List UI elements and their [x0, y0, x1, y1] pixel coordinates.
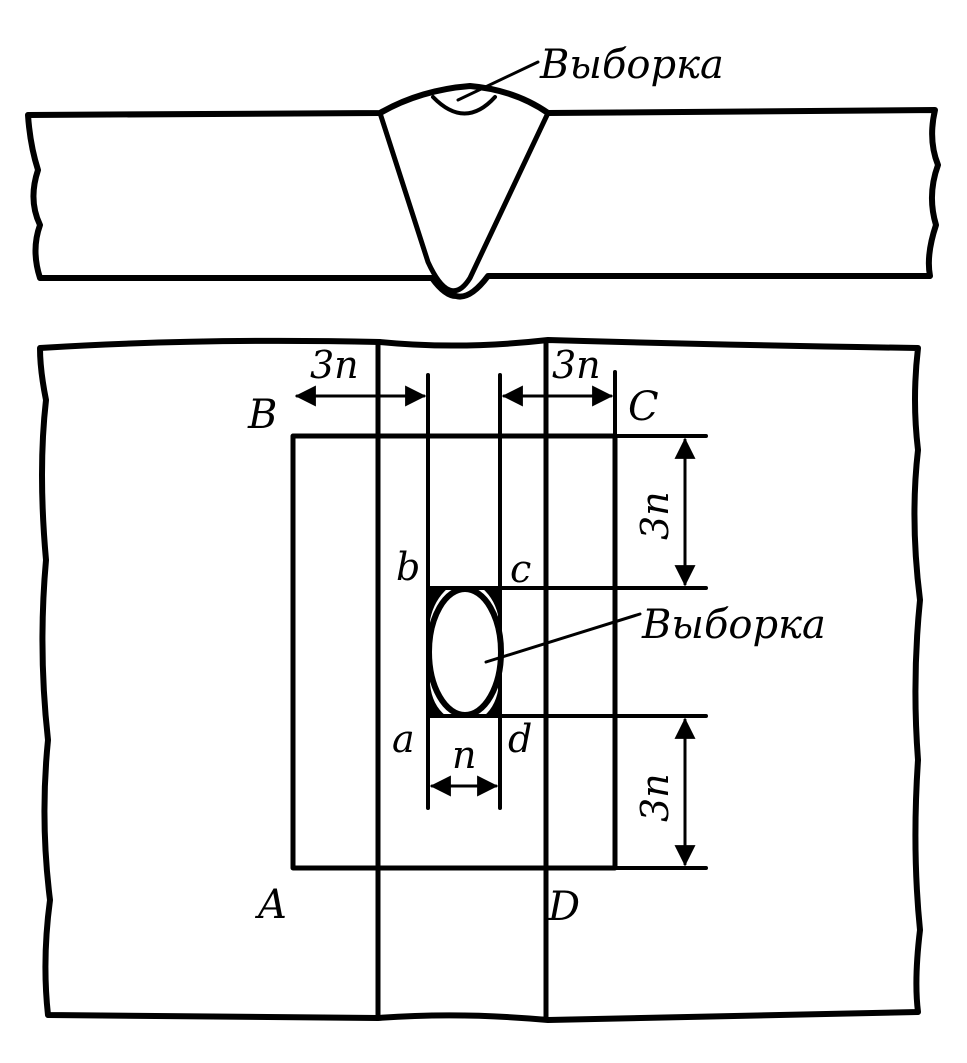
corner-label-a-upper: A [254, 882, 287, 928]
outer-zone-rect [290, 433, 618, 871]
excavation-ellipse [426, 586, 504, 718]
weld-bead-groove [377, 110, 551, 294]
dim-3n-top-label: 3n [633, 491, 677, 540]
inner-label-d: d [508, 717, 532, 761]
inner-label-c: c [510, 547, 531, 591]
inner-label-b: b [396, 545, 420, 589]
excavation-pocket [431, 95, 497, 116]
dim-n-label: n [452, 733, 476, 777]
section-view: Выборка [25, 42, 941, 300]
dim-3n-left-label: 3n [310, 343, 359, 387]
section-callout-leader [456, 60, 540, 102]
plate-section-outline [25, 83, 941, 300]
plan-callout-leader [484, 612, 642, 664]
dim-3n-right-label: 3n [552, 343, 601, 387]
plan-callout-label: Выборка [641, 602, 826, 648]
plan-view: Выборка 3n 3n n 3n 3n B C A D b c a d [37, 337, 923, 1023]
excavation-corner-fill [428, 588, 500, 716]
corner-label-b-upper: B [247, 392, 277, 438]
plate-plan-outline [37, 337, 923, 1023]
section-callout-label: Выборка [539, 42, 724, 88]
dim-3n-bottom-label: 3n [633, 773, 677, 822]
corner-label-d-upper: D [547, 884, 580, 930]
corner-label-c-upper: C [628, 384, 659, 430]
inner-label-a: a [392, 717, 415, 761]
